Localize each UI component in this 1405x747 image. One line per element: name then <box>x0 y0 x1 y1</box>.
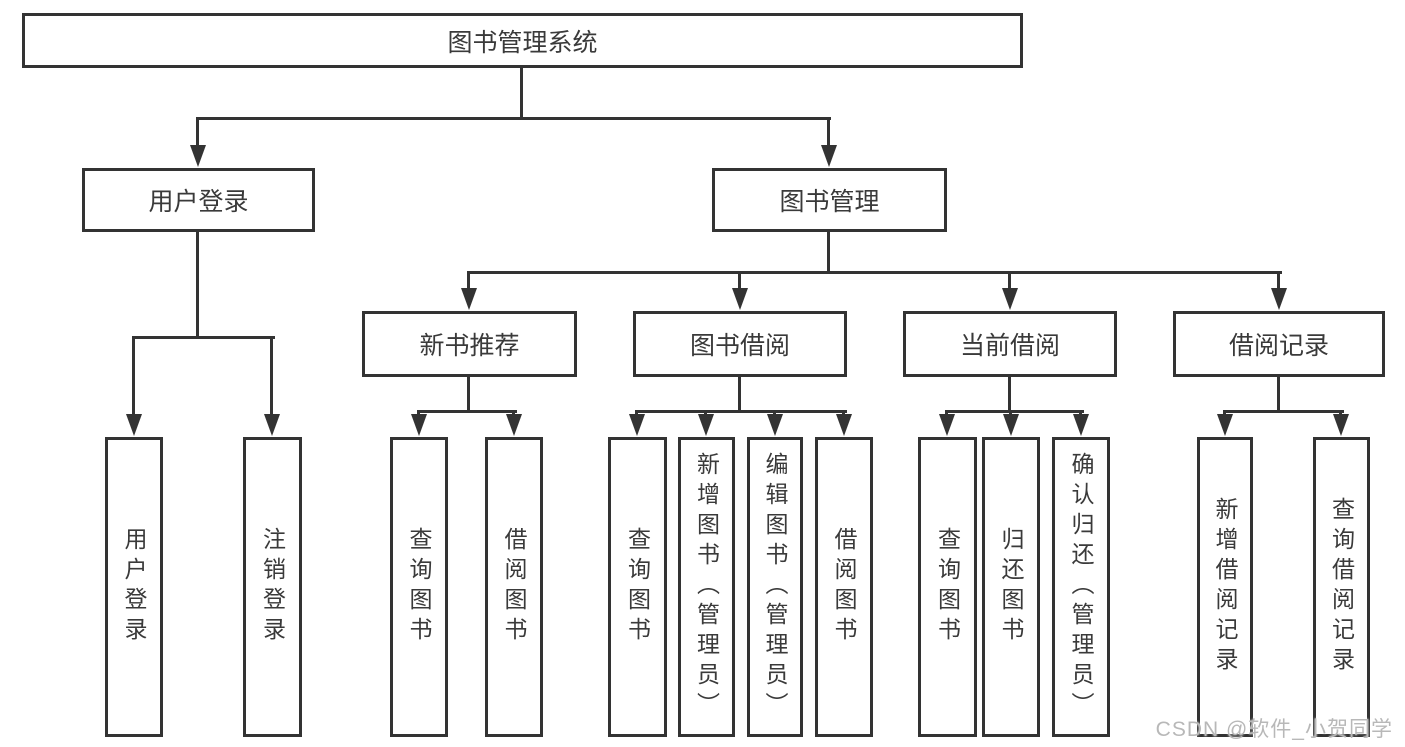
leaf-query-borrow-record-label: 查询借阅记录 <box>1328 497 1355 677</box>
connector-book-management-branch <box>467 271 1282 274</box>
leaf-edit-books-admin: 编辑图书（管理员） <box>747 437 803 737</box>
arrowhead-icon <box>1333 414 1349 436</box>
leaf-borrow-books-recommend: 借阅图书 <box>485 437 543 737</box>
leaf-query-books-borrow: 查询图书 <box>608 437 667 737</box>
connector-current-borrow-branch <box>945 410 1084 413</box>
connector-to-user-login <box>196 117 199 146</box>
leaf-borrow-books-label: 借阅图书 <box>831 527 857 647</box>
arrowhead-icon <box>506 414 522 436</box>
leaf-query-books-borrow-label: 查询图书 <box>624 527 651 647</box>
arrowhead-icon <box>1002 288 1018 310</box>
connector-to-book-borrow <box>738 271 741 289</box>
leaf-borrow-books: 借阅图书 <box>815 437 873 737</box>
connector-leaf-stub <box>1079 410 1082 416</box>
arrowhead-icon <box>821 145 837 167</box>
connector-to-current-borrow <box>1008 271 1011 289</box>
connector-to-leaf-logout <box>270 336 273 415</box>
arrowhead-icon <box>698 414 714 436</box>
connector-root-stem <box>520 68 523 117</box>
node-borrow-records-label: 借阅记录 <box>1228 332 1329 360</box>
leaf-confirm-return-admin-label: 确认归还（管理员） <box>1068 452 1094 722</box>
leaf-edit-books-admin-label: 编辑图书（管理员） <box>762 452 788 722</box>
leaf-add-books-admin: 新增图书（管理员） <box>678 437 735 737</box>
node-borrow-records: 借阅记录 <box>1173 311 1385 377</box>
connector-leaf-stub <box>417 410 420 416</box>
leaf-query-books-current: 查询图书 <box>918 437 977 737</box>
connector-user-login-branch <box>132 336 275 339</box>
node-book-management: 图书管理 <box>712 168 947 232</box>
connector-to-borrow-records <box>1277 271 1280 289</box>
csdn-watermark: CSDN @软件_小贺同学 <box>1155 718 1393 741</box>
leaf-return-books: 归还图书 <box>982 437 1040 737</box>
connector-leaf-stub <box>842 410 845 416</box>
connector-leaf-stub <box>1223 410 1226 416</box>
leaf-query-books-current-label: 查询图书 <box>934 527 961 647</box>
connector-leaf-stub <box>704 410 707 416</box>
connector-root-branch <box>196 117 831 120</box>
arrowhead-icon <box>732 288 748 310</box>
connector-book-borrow-branch <box>635 410 847 413</box>
arrowhead-icon <box>411 414 427 436</box>
node-new-book-recommend-label: 新书推荐 <box>419 332 520 360</box>
connector-current-borrow-stem <box>1008 377 1011 410</box>
node-library-system-label: 图书管理系统 <box>447 28 598 57</box>
connector-leaf-stub <box>635 410 638 416</box>
arrowhead-icon <box>1271 288 1287 310</box>
arrowhead-icon <box>939 414 955 436</box>
leaf-query-borrow-record: 查询借阅记录 <box>1313 437 1370 737</box>
node-book-borrow: 图书借阅 <box>633 311 847 377</box>
leaf-query-books-recommend: 查询图书 <box>390 437 448 737</box>
connector-leaf-stub <box>773 410 776 416</box>
leaf-confirm-return-admin: 确认归还（管理员） <box>1052 437 1110 737</box>
connector-leaf-stub <box>512 410 515 416</box>
leaf-query-books-recommend-label: 查询图书 <box>406 527 432 647</box>
node-book-management-label: 图书管理 <box>779 188 880 216</box>
leaf-add-books-admin-label: 新增图书（管理员） <box>693 452 720 722</box>
arrowhead-icon <box>461 288 477 310</box>
connector-to-new-book <box>467 271 470 289</box>
leaf-add-borrow-record-label: 新增借阅记录 <box>1212 497 1238 677</box>
connector-book-management-stem <box>827 232 830 271</box>
connector-new-book-branch <box>417 410 517 413</box>
leaf-borrow-books-recommend-label: 借阅图书 <box>501 527 527 647</box>
node-current-borrow-label: 当前借阅 <box>959 332 1060 360</box>
connector-leaf-stub <box>945 410 948 416</box>
connector-borrow-records-branch <box>1223 410 1344 413</box>
arrowhead-icon <box>1003 414 1019 436</box>
leaf-logout-label: 注销登录 <box>259 527 286 647</box>
node-library-system: 图书管理系统 <box>22 13 1023 68</box>
arrowhead-icon <box>1217 414 1233 436</box>
arrowhead-icon <box>264 414 280 436</box>
connector-user-login-stem <box>196 232 199 336</box>
arrowhead-icon <box>1073 414 1089 436</box>
node-new-book-recommend: 新书推荐 <box>362 311 577 377</box>
node-current-borrow: 当前借阅 <box>903 311 1117 377</box>
node-book-borrow-label: 图书借阅 <box>689 332 790 360</box>
arrowhead-icon <box>126 414 142 436</box>
connector-borrow-records-stem <box>1277 377 1280 410</box>
leaf-logout: 注销登录 <box>243 437 302 737</box>
connector-new-book-stem <box>467 377 470 410</box>
connector-to-book-management <box>827 117 830 146</box>
node-user-login: 用户登录 <box>82 168 315 232</box>
connector-to-leaf-login <box>132 336 135 415</box>
node-user-login-label: 用户登录 <box>148 188 249 216</box>
leaf-add-borrow-record: 新增借阅记录 <box>1197 437 1253 737</box>
connector-book-borrow-stem <box>738 377 741 410</box>
arrowhead-icon <box>190 145 206 167</box>
leaf-user-login: 用户登录 <box>105 437 163 737</box>
arrowhead-icon <box>629 414 645 436</box>
connector-leaf-stub <box>1009 410 1012 416</box>
connector-leaf-stub <box>1339 410 1342 416</box>
arrowhead-icon <box>767 414 783 436</box>
arrowhead-icon <box>836 414 852 436</box>
leaf-return-books-label: 归还图书 <box>998 527 1024 647</box>
leaf-user-login-label: 用户登录 <box>121 527 147 647</box>
